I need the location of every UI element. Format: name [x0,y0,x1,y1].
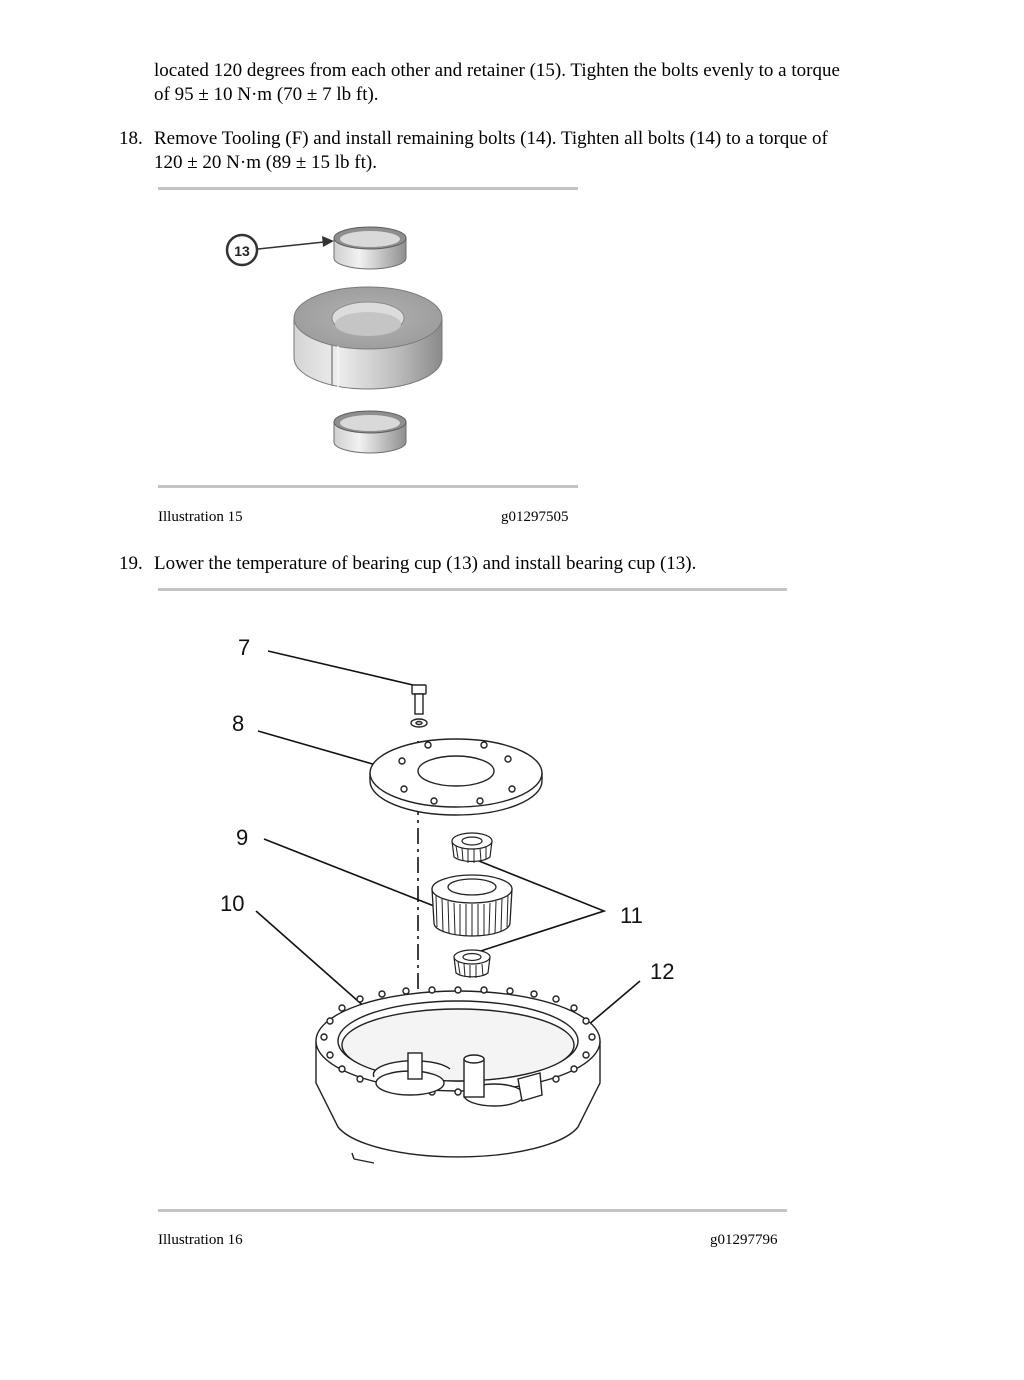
callout-8: 8 [232,711,244,736]
illustration-15-caption: Illustration 15 [158,509,243,525]
bearing-cup-lower [333,410,407,454]
step-18-line-2: 120 ± 20 N·m (89 ± 15 lb ft). [154,152,377,173]
callout-11: 11 [620,903,643,928]
illustration-16-top-rule [158,588,787,591]
bearing-cup-upper [333,226,407,270]
paragraph-continued-line-2: of 95 ± 10 N·m (70 ± 7 lb ft). [154,84,379,105]
callout-13: 13 [225,233,334,267]
step-19-line-1: Lower the temperature of bearing cup (13… [154,553,697,574]
svg-text:13: 13 [234,243,250,259]
bearing-cone-upper-part-11 [451,832,493,863]
callout-10: 10 [220,891,244,916]
illustration-16-figure: 7 8 9 10 11 12 [220,635,674,1164]
bearing-cone-lower-part-11 [453,949,491,978]
step-18-number: 18. [119,128,143,149]
illustration-15-figure: 13 [225,226,443,454]
illustration-16-code: g01297796 [710,1232,778,1248]
callout-12: 12 [650,959,674,984]
tooling-block [293,286,443,390]
gear-part-9 [431,874,513,937]
illustration-16-caption: Illustration 16 [158,1232,243,1248]
step-19-number: 19. [119,553,143,574]
bolt-part-7 [410,684,428,728]
illustration-16-bottom-rule [158,1209,787,1212]
callout-7: 7 [238,635,250,660]
retainer-part-8 [369,738,543,816]
illustration-15-code: g01297505 [501,509,569,525]
illustration-15-top-rule [158,187,578,190]
callout-9: 9 [236,825,248,850]
hub-housing [315,986,601,1164]
illustration-15-bottom-rule [158,485,578,488]
paragraph-continued-line-1: located 120 degrees from each other and … [154,60,840,81]
step-18-line-1: Remove Tooling (F) and install remaining… [154,128,828,149]
